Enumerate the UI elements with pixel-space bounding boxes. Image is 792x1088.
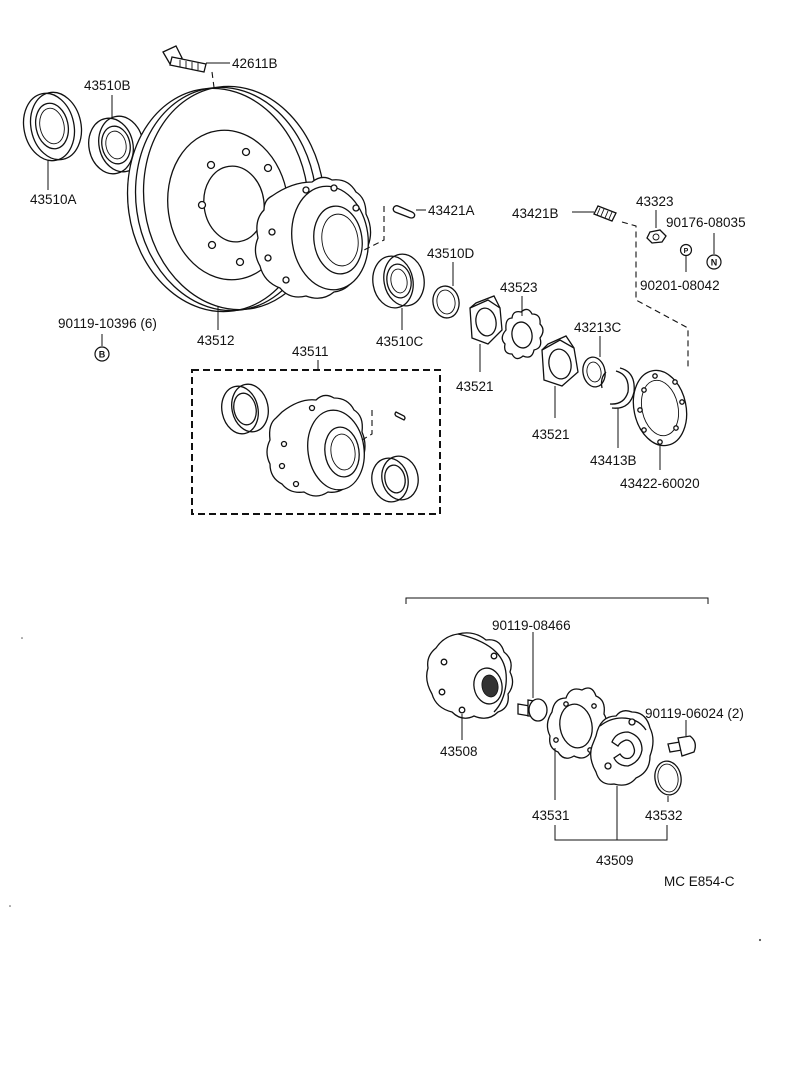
scan-speck — [9, 905, 11, 907]
lock-nut-outer — [469, 295, 503, 345]
lock-washer — [501, 308, 544, 360]
label-43512: 43512 — [197, 333, 235, 348]
label-43510d: 43510D — [427, 246, 475, 261]
inner-bearing — [372, 253, 425, 309]
symbol-p: P — [679, 243, 693, 257]
label-43510b: 43510B — [84, 78, 131, 93]
label-90119-06024: 90119-06024 (2) — [645, 706, 744, 721]
label-90119-08466: 90119-08466 — [492, 618, 571, 633]
symbol-b-text: B — [99, 350, 106, 360]
free-wheel-gasket — [546, 687, 608, 759]
hub-bolt — [162, 45, 207, 73]
symbol-p-text: P — [684, 248, 689, 255]
label-43521-a: 43521 — [456, 379, 494, 394]
label-90176-08035: 90176-08035 — [666, 215, 746, 230]
subassembly-seal — [221, 383, 269, 435]
label-90201-08042: 90201-08042 — [640, 278, 720, 293]
label-90119-10396: 90119-10396 (6) — [58, 316, 157, 331]
drawing-code: MC E854-C — [664, 874, 735, 889]
symbol-b: B — [94, 346, 110, 362]
oil-seal — [22, 91, 83, 162]
subassembly-hub — [266, 394, 366, 497]
label-43421b: 43421B — [512, 206, 559, 221]
axle-hub — [254, 176, 372, 299]
label-43511: 43511 — [292, 344, 329, 359]
cover-bolt — [667, 735, 696, 757]
knuckle-pin — [392, 205, 416, 219]
label-43413b: 43413B — [590, 453, 637, 468]
flange-gasket — [600, 367, 635, 409]
body-bolt — [517, 698, 548, 722]
label-43508: 43508 — [440, 744, 478, 759]
group-bracket-43509 — [554, 825, 668, 841]
cone-washer-nut — [646, 229, 667, 244]
label-43510c: 43510C — [376, 334, 424, 349]
subassembly-box-43511 — [191, 369, 441, 515]
free-wheel-cover — [590, 710, 654, 786]
label-42611b: 42611B — [232, 56, 278, 71]
label-43509: 43509 — [596, 853, 634, 868]
inner-seal — [432, 285, 460, 319]
label-43532: 43532 — [645, 808, 683, 823]
label-43323: 43323 — [636, 194, 674, 209]
hub-stud — [593, 205, 617, 222]
outer-bearing — [88, 115, 144, 175]
scan-speck — [21, 637, 23, 639]
subassembly-bearing — [371, 455, 419, 503]
subassembly-pin — [394, 411, 406, 421]
label-43523: 43523 — [500, 280, 538, 295]
cover-o-ring — [654, 760, 682, 796]
label-43510a: 43510A — [30, 192, 77, 207]
lock-nut-inner — [541, 335, 579, 387]
label-43421a: 43421A — [428, 203, 475, 218]
label-43531: 43531 — [532, 808, 570, 823]
free-wheel-body — [426, 632, 514, 719]
scan-speck — [758, 938, 762, 942]
symbol-n: N — [706, 254, 722, 270]
assembly-bracket — [405, 597, 709, 604]
label-43521-b: 43521 — [532, 427, 570, 442]
axle-flange-gasket — [632, 369, 688, 447]
snap-ring — [582, 356, 606, 388]
symbol-n-text: N — [711, 258, 718, 268]
label-43213c: 43213C — [574, 320, 622, 335]
label-43422-60020: 43422-60020 — [620, 476, 700, 491]
